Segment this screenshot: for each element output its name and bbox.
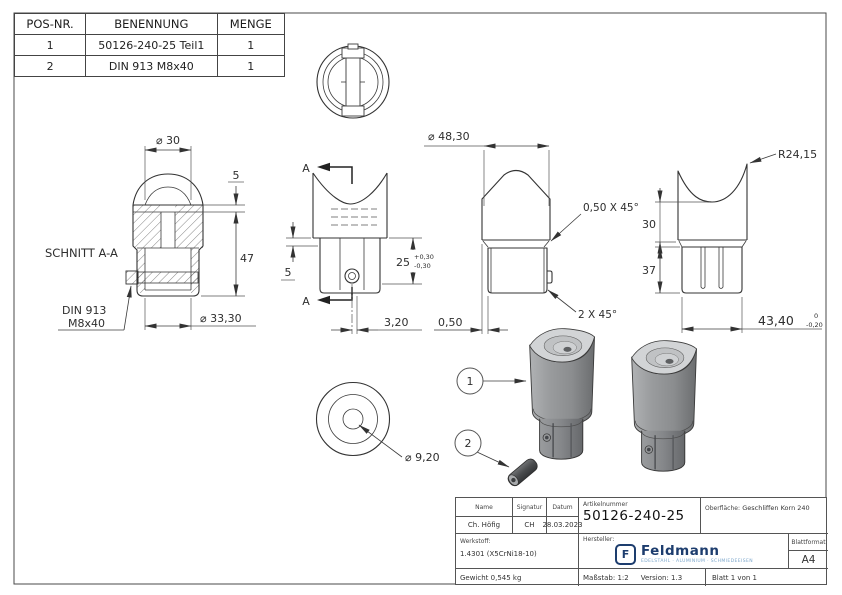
format-label: Blattformat [789, 534, 828, 551]
date-label: Datum [547, 498, 579, 517]
chamfer-050x45: 0,50 X 45° [583, 202, 639, 214]
balloon-2-number: 2 [465, 437, 472, 450]
version-label: Version: 1.3 [640, 573, 683, 582]
side-view: ⌀ 48,30 0,50 X 45° 2 X 45° 0,50 [424, 130, 639, 334]
name-value: Ch. Höfig [456, 517, 513, 534]
dim-dia-33-30: ⌀ 33,30 [200, 312, 242, 325]
dim-cap-5: 5 [233, 169, 240, 182]
cut-label-top: A [302, 162, 310, 175]
sheet-frame [13, 12, 827, 585]
dim-depth-tol-plus: +0,30 [414, 253, 434, 261]
dim-offset-0-50: 0,50 [438, 316, 463, 329]
article-label: Artikelnummer [583, 501, 628, 508]
dim-width-43-40: 43,40 [758, 313, 794, 328]
row2-name: DIN 913 M8x40 [85, 55, 218, 77]
table-row: 2 DIN 913 M8x40 1 [13, 55, 286, 77]
dim-offset-3-20: 3,20 [384, 316, 409, 329]
col-benennung: BENENNUNG [85, 13, 218, 35]
scale-label: Maßstab: 1:2 [583, 573, 629, 582]
format-value: A4 [789, 551, 828, 569]
section-view: ⌀ 30 5 47 ⌀ 33,30 SCHNITT A-A DIN 913 M8… [45, 134, 256, 331]
note-din913: DIN 913 [62, 304, 106, 317]
row2-qty: 1 [216, 55, 286, 77]
col-menge: MENGE [216, 13, 286, 35]
material-label: Werkstoff: [460, 538, 491, 545]
name-label: Name [456, 498, 513, 517]
manufacturer-cell: Hersteller: F Feldmann EDELSTAHL · ALUMI… [579, 534, 789, 569]
material-cell: Werkstoff: 1.4301 (X5CrNi18-10) [456, 534, 579, 569]
sheet-label: Blatt 1 von 1 [712, 573, 757, 582]
feldmann-logo-tagline: EDELSTAHL · ALUMINIUM · SCHMIEDEEISEN [641, 558, 753, 564]
dim-width-tol-upper: 0 [814, 312, 818, 320]
row1-qty: 1 [216, 34, 286, 56]
dim-upper-30: 30 [642, 218, 656, 231]
parts-table: POS-NR. BENENNUNG MENGE 1 50126-240-25 T… [13, 13, 286, 77]
table-row: 1 50126-240-25 Teil1 1 [13, 34, 286, 56]
set-screw-3d [507, 458, 538, 487]
dim-depth-25: 25 [396, 256, 410, 269]
dim-dia-48-30: ⌀ 48,30 [428, 130, 470, 143]
title-block: Name Signatur Datum Ch. Höfig CH 28.03.2… [455, 497, 828, 586]
iso-render-1 [529, 327, 596, 460]
balloon-1: 1 [456, 367, 527, 395]
surface-cell: Oberfläche: Geschliffen Korn 240 [701, 498, 828, 534]
set-screw-section [125, 270, 139, 285]
signature-label: Signatur [513, 498, 547, 517]
bottom-view: ⌀ 9,20 [315, 381, 440, 464]
surface-value: Geschliffen Korn 240 [742, 504, 810, 512]
section-title: SCHNITT A-A [45, 246, 118, 260]
article-number: 50126-240-25 [583, 508, 685, 524]
scale-cell: Maßstab: 1:2 Version: 1.3 [579, 569, 706, 586]
balloon-2: 2 [454, 429, 510, 468]
signature-value: CH [513, 517, 547, 534]
manufacturer-label: Hersteller: [583, 536, 615, 543]
front-view: A A 5 25 +0,30 -0,30 3,20 [281, 162, 434, 334]
row1-name: 50126-240-25 Teil1 [85, 34, 218, 56]
dim-lower-37: 37 [642, 264, 656, 277]
iso-render-2 [631, 339, 698, 472]
dim-depth-tol-minus: -0,30 [414, 262, 431, 270]
feldmann-logo-icon: F [615, 544, 636, 565]
dim-width-tol-lower: -0,20 [806, 321, 823, 329]
feldmann-logo-name: Feldmann [641, 543, 720, 559]
row2-pos: 2 [13, 55, 87, 77]
dim-step-5: 5 [285, 266, 292, 279]
article-cell: Artikelnummer 50126-240-25 [579, 498, 701, 534]
weight-label: Gewicht 0,545 kg [456, 569, 579, 586]
parts-table-header: POS-NR. BENENNUNG MENGE [13, 13, 286, 35]
dim-dia-30: ⌀ 30 [156, 134, 180, 147]
note-m8x40: M8x40 [68, 317, 105, 330]
date-value: 28.03.2023 [542, 517, 583, 534]
surface-label: Oberfläche: [705, 505, 740, 512]
dim-radius-r24-15: R24,15 [778, 148, 817, 161]
chamfer-2x45: 2 X 45° [578, 309, 617, 321]
cut-label-bottom: A [302, 295, 310, 308]
top-view [316, 43, 390, 119]
feldmann-logo: F Feldmann EDELSTAHL · ALUMINIUM · SCHMI… [615, 544, 784, 565]
dim-height-47: 47 [240, 252, 254, 265]
row1-pos: 1 [13, 34, 87, 56]
dim-hole-9-20: ⌀ 9,20 [405, 451, 440, 464]
col-pos-nr: POS-NR. [13, 13, 87, 35]
balloon-1-number: 1 [467, 375, 474, 388]
rear-view: R24,15 30 37 43,40 0 -0,20 [642, 148, 823, 333]
material-value: 1.4301 (X5CrNi18-10) [460, 550, 537, 558]
